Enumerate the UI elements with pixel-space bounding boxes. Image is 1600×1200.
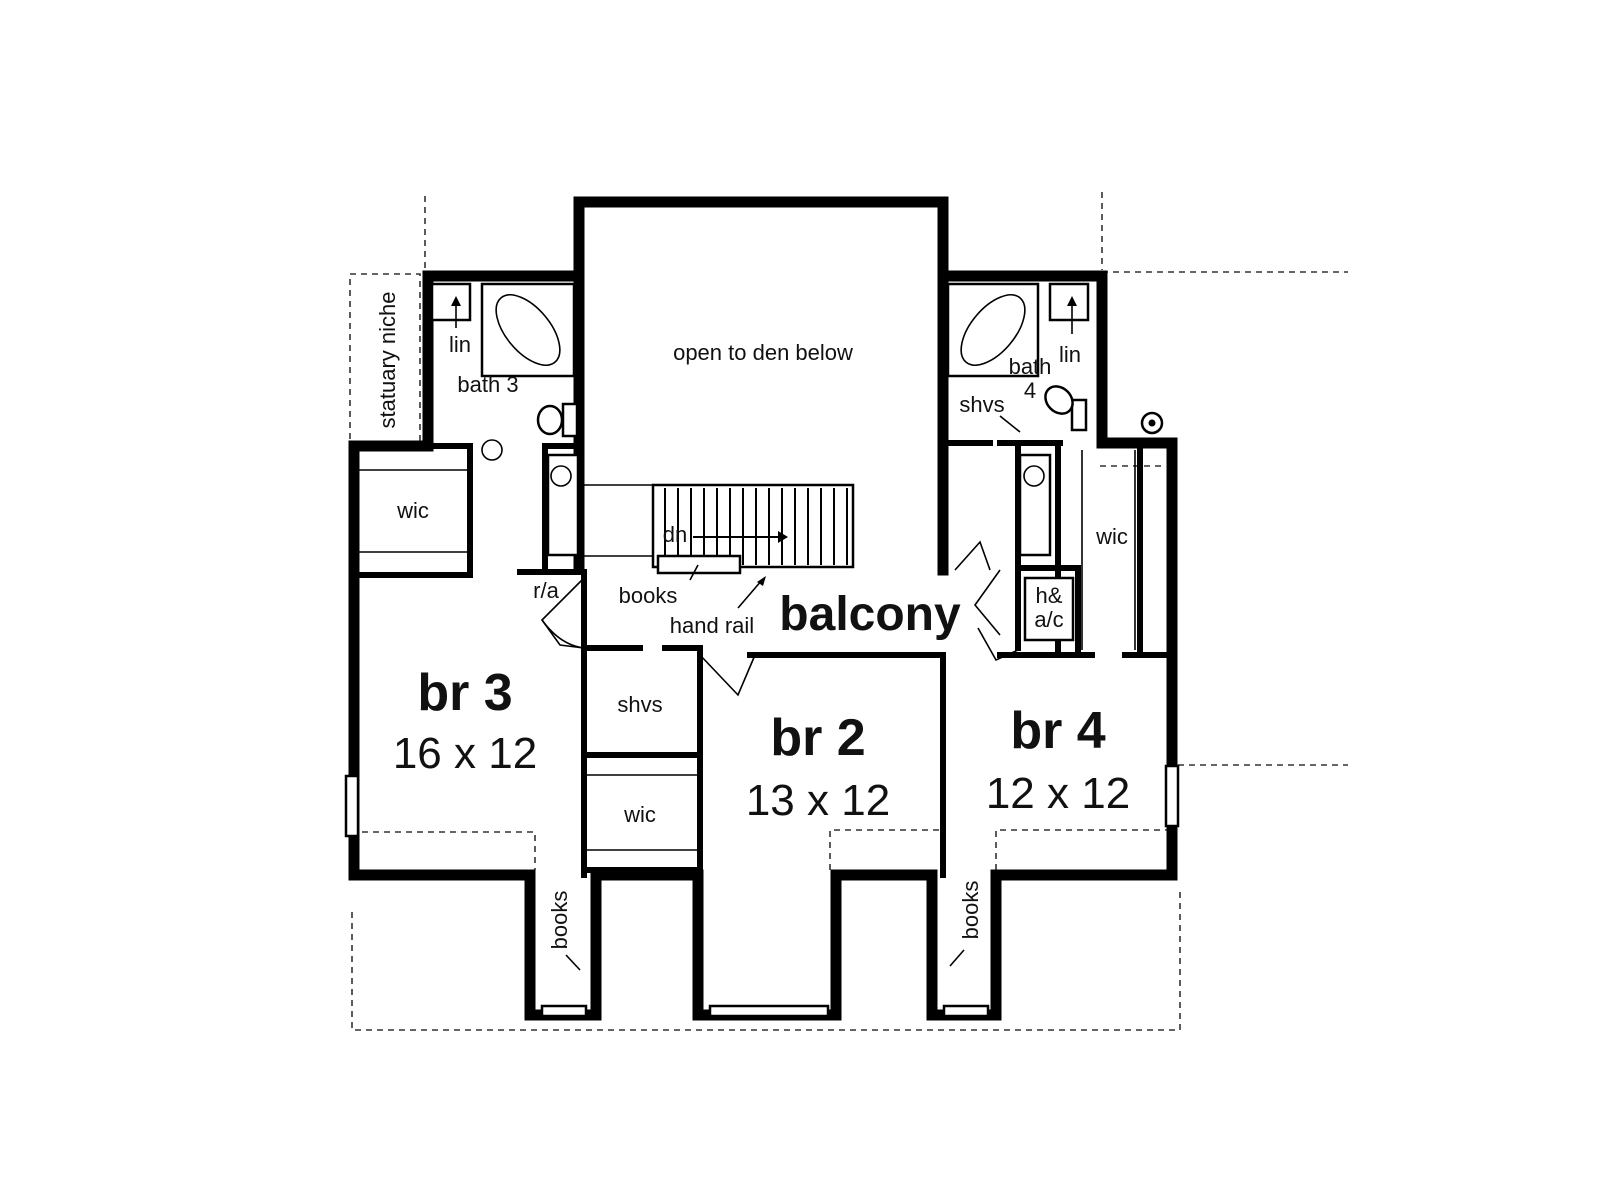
labels: open to den below statuary niche bath 3 … xyxy=(375,292,1128,950)
br4-size: 12 x 12 xyxy=(986,769,1130,818)
lin-right-label: lin xyxy=(1059,342,1081,367)
bath4-label-line2: 4 xyxy=(1024,378,1036,403)
interior-walls xyxy=(351,440,1175,878)
books-left-label: books xyxy=(547,891,572,950)
staircase xyxy=(584,483,855,575)
open-to-den-label: open to den below xyxy=(673,340,853,365)
hac-label-line1: h& xyxy=(1036,583,1063,608)
shvs-upper-label: shvs xyxy=(959,392,1004,417)
dashed-outlines xyxy=(349,192,1348,1031)
stair-down-label: dn xyxy=(663,522,687,547)
br3-name: br 3 xyxy=(417,664,512,722)
fixtures xyxy=(344,282,1180,1018)
wic-right-label: wic xyxy=(1095,524,1128,549)
wic-left-label: wic xyxy=(396,498,429,523)
br4-name: br 4 xyxy=(1010,702,1105,760)
books-stair-label: books xyxy=(619,583,678,608)
bath3-label: bath 3 xyxy=(457,372,518,397)
return-air-label: r/a xyxy=(533,578,559,603)
balcony-label: balcony xyxy=(779,588,961,641)
br2-size: 13 x 12 xyxy=(746,776,890,825)
balcony-outline xyxy=(540,540,1019,697)
br2-name: br 2 xyxy=(770,709,865,767)
wic-center-label: wic xyxy=(623,802,656,827)
shvs-center-label: shvs xyxy=(617,692,662,717)
hac-label-line2: a/c xyxy=(1034,607,1063,632)
bath4-label-line1: bath xyxy=(1009,354,1052,379)
exterior-walls xyxy=(348,196,1178,1021)
books-right-label: books xyxy=(958,881,983,940)
leader-arrows xyxy=(451,296,1077,971)
lin-left-label: lin xyxy=(449,332,471,357)
room-labels: br 3 16 x 12 br 2 13 x 12 br 4 12 x 12 xyxy=(393,664,1130,825)
hand-rail-label: hand rail xyxy=(670,613,754,638)
statuary-niche-label: statuary niche xyxy=(375,292,400,429)
br3-size: 16 x 12 xyxy=(393,729,537,778)
